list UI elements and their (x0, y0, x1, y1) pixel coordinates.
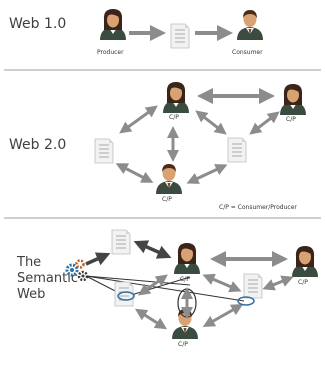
person-icon (280, 84, 306, 115)
semantic-title-line2: Semantic (17, 271, 78, 286)
person-icon (292, 246, 318, 277)
semantic-title-line1: The (17, 255, 42, 270)
document-icon (114, 281, 134, 307)
gears-icon (65, 259, 89, 282)
arrow-icon (119, 105, 158, 134)
cp-label: C/P (286, 116, 296, 123)
person-icon (174, 243, 200, 274)
document-icon (227, 137, 247, 163)
arrow-icon (262, 275, 294, 291)
document-icon (170, 23, 190, 49)
highlight-ring (117, 291, 135, 301)
highlight-ring (237, 296, 255, 306)
person-icon (156, 164, 182, 194)
person-icon (163, 82, 189, 113)
web2-title: Web 2.0 (9, 137, 67, 153)
arrow-icon (202, 273, 242, 293)
cp-label: C/P (162, 196, 172, 203)
arrow-icon (85, 252, 111, 266)
arrow-icon (133, 240, 172, 259)
document-icon (243, 273, 263, 299)
cp-label: C/P (178, 341, 188, 348)
divider-bottom (4, 217, 321, 219)
person-icon (100, 9, 126, 40)
cp-label: C/P (298, 279, 308, 286)
arrow-icon (134, 308, 168, 330)
web1-title: Web 1.0 (9, 16, 67, 32)
divider-top (4, 69, 321, 71)
cp-legend: C/P = Consumer/Producer (219, 204, 297, 211)
link-line (85, 275, 191, 286)
arrow-icon (115, 163, 154, 183)
document-icon (94, 138, 114, 164)
arrow-icon (195, 110, 227, 135)
cp-label: C/P (180, 276, 190, 283)
person-icon (172, 309, 198, 339)
consumer-label: Consumer (232, 49, 263, 56)
arrow-icon (138, 274, 168, 296)
cp-label: C/P (169, 114, 179, 121)
document-icon (111, 229, 131, 255)
person-icon (237, 10, 263, 40)
arrow-icon (186, 164, 228, 184)
arrow-icon (202, 304, 244, 327)
arrow-icon (249, 111, 280, 135)
producer-label: Producer (97, 49, 124, 56)
semantic-title-line3: Web (17, 287, 46, 302)
